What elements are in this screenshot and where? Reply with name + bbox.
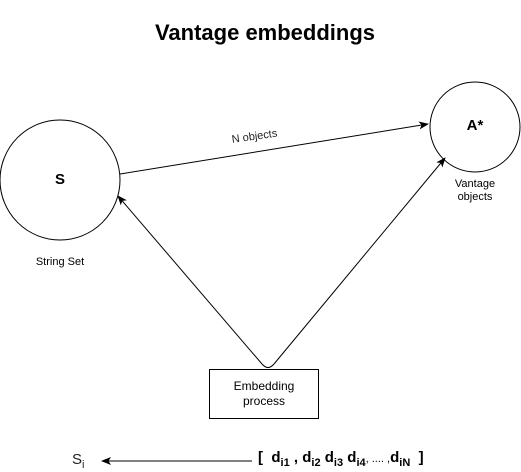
process-to-string-set-arrow bbox=[117, 195, 263, 365]
si-label: Si bbox=[72, 451, 85, 471]
vector-open-bracket: [ bbox=[258, 449, 263, 466]
process-junction bbox=[261, 363, 275, 368]
string-set-label: S bbox=[54, 171, 65, 188]
n-objects-arrow bbox=[119, 121, 429, 175]
process-to-vantage-arrow bbox=[273, 157, 446, 365]
vector-term: di1 , bbox=[271, 449, 303, 469]
process-line1: Embedding bbox=[233, 379, 295, 393]
vantage-objects-caption: Vantage objects bbox=[435, 178, 515, 204]
embedding-vector: [ di1 , di2 di3 di4, .... ,diN ] bbox=[258, 449, 424, 469]
string-set-node bbox=[0, 119, 121, 241]
vantage-caption-line2: objects bbox=[457, 191, 493, 203]
vantage-objects-node bbox=[429, 81, 521, 173]
vantage-objects-label: A* bbox=[466, 117, 484, 134]
vector-term: di3 bbox=[324, 449, 344, 469]
string-set-caption: String Set bbox=[35, 256, 85, 268]
diagram-title: Vantage embeddings bbox=[154, 20, 376, 45]
vector-term: diN bbox=[390, 449, 411, 469]
vector-close-bracket: ] bbox=[418, 449, 424, 466]
vector-term: di4 bbox=[347, 449, 366, 469]
vector-term: di2 bbox=[302, 449, 321, 469]
process-line2: process bbox=[242, 394, 286, 408]
embedding-process-box: Embedding process bbox=[209, 369, 319, 419]
vantage-caption-line1: Vantage bbox=[454, 178, 496, 190]
vector-ellipsis: , .... , bbox=[365, 453, 391, 465]
